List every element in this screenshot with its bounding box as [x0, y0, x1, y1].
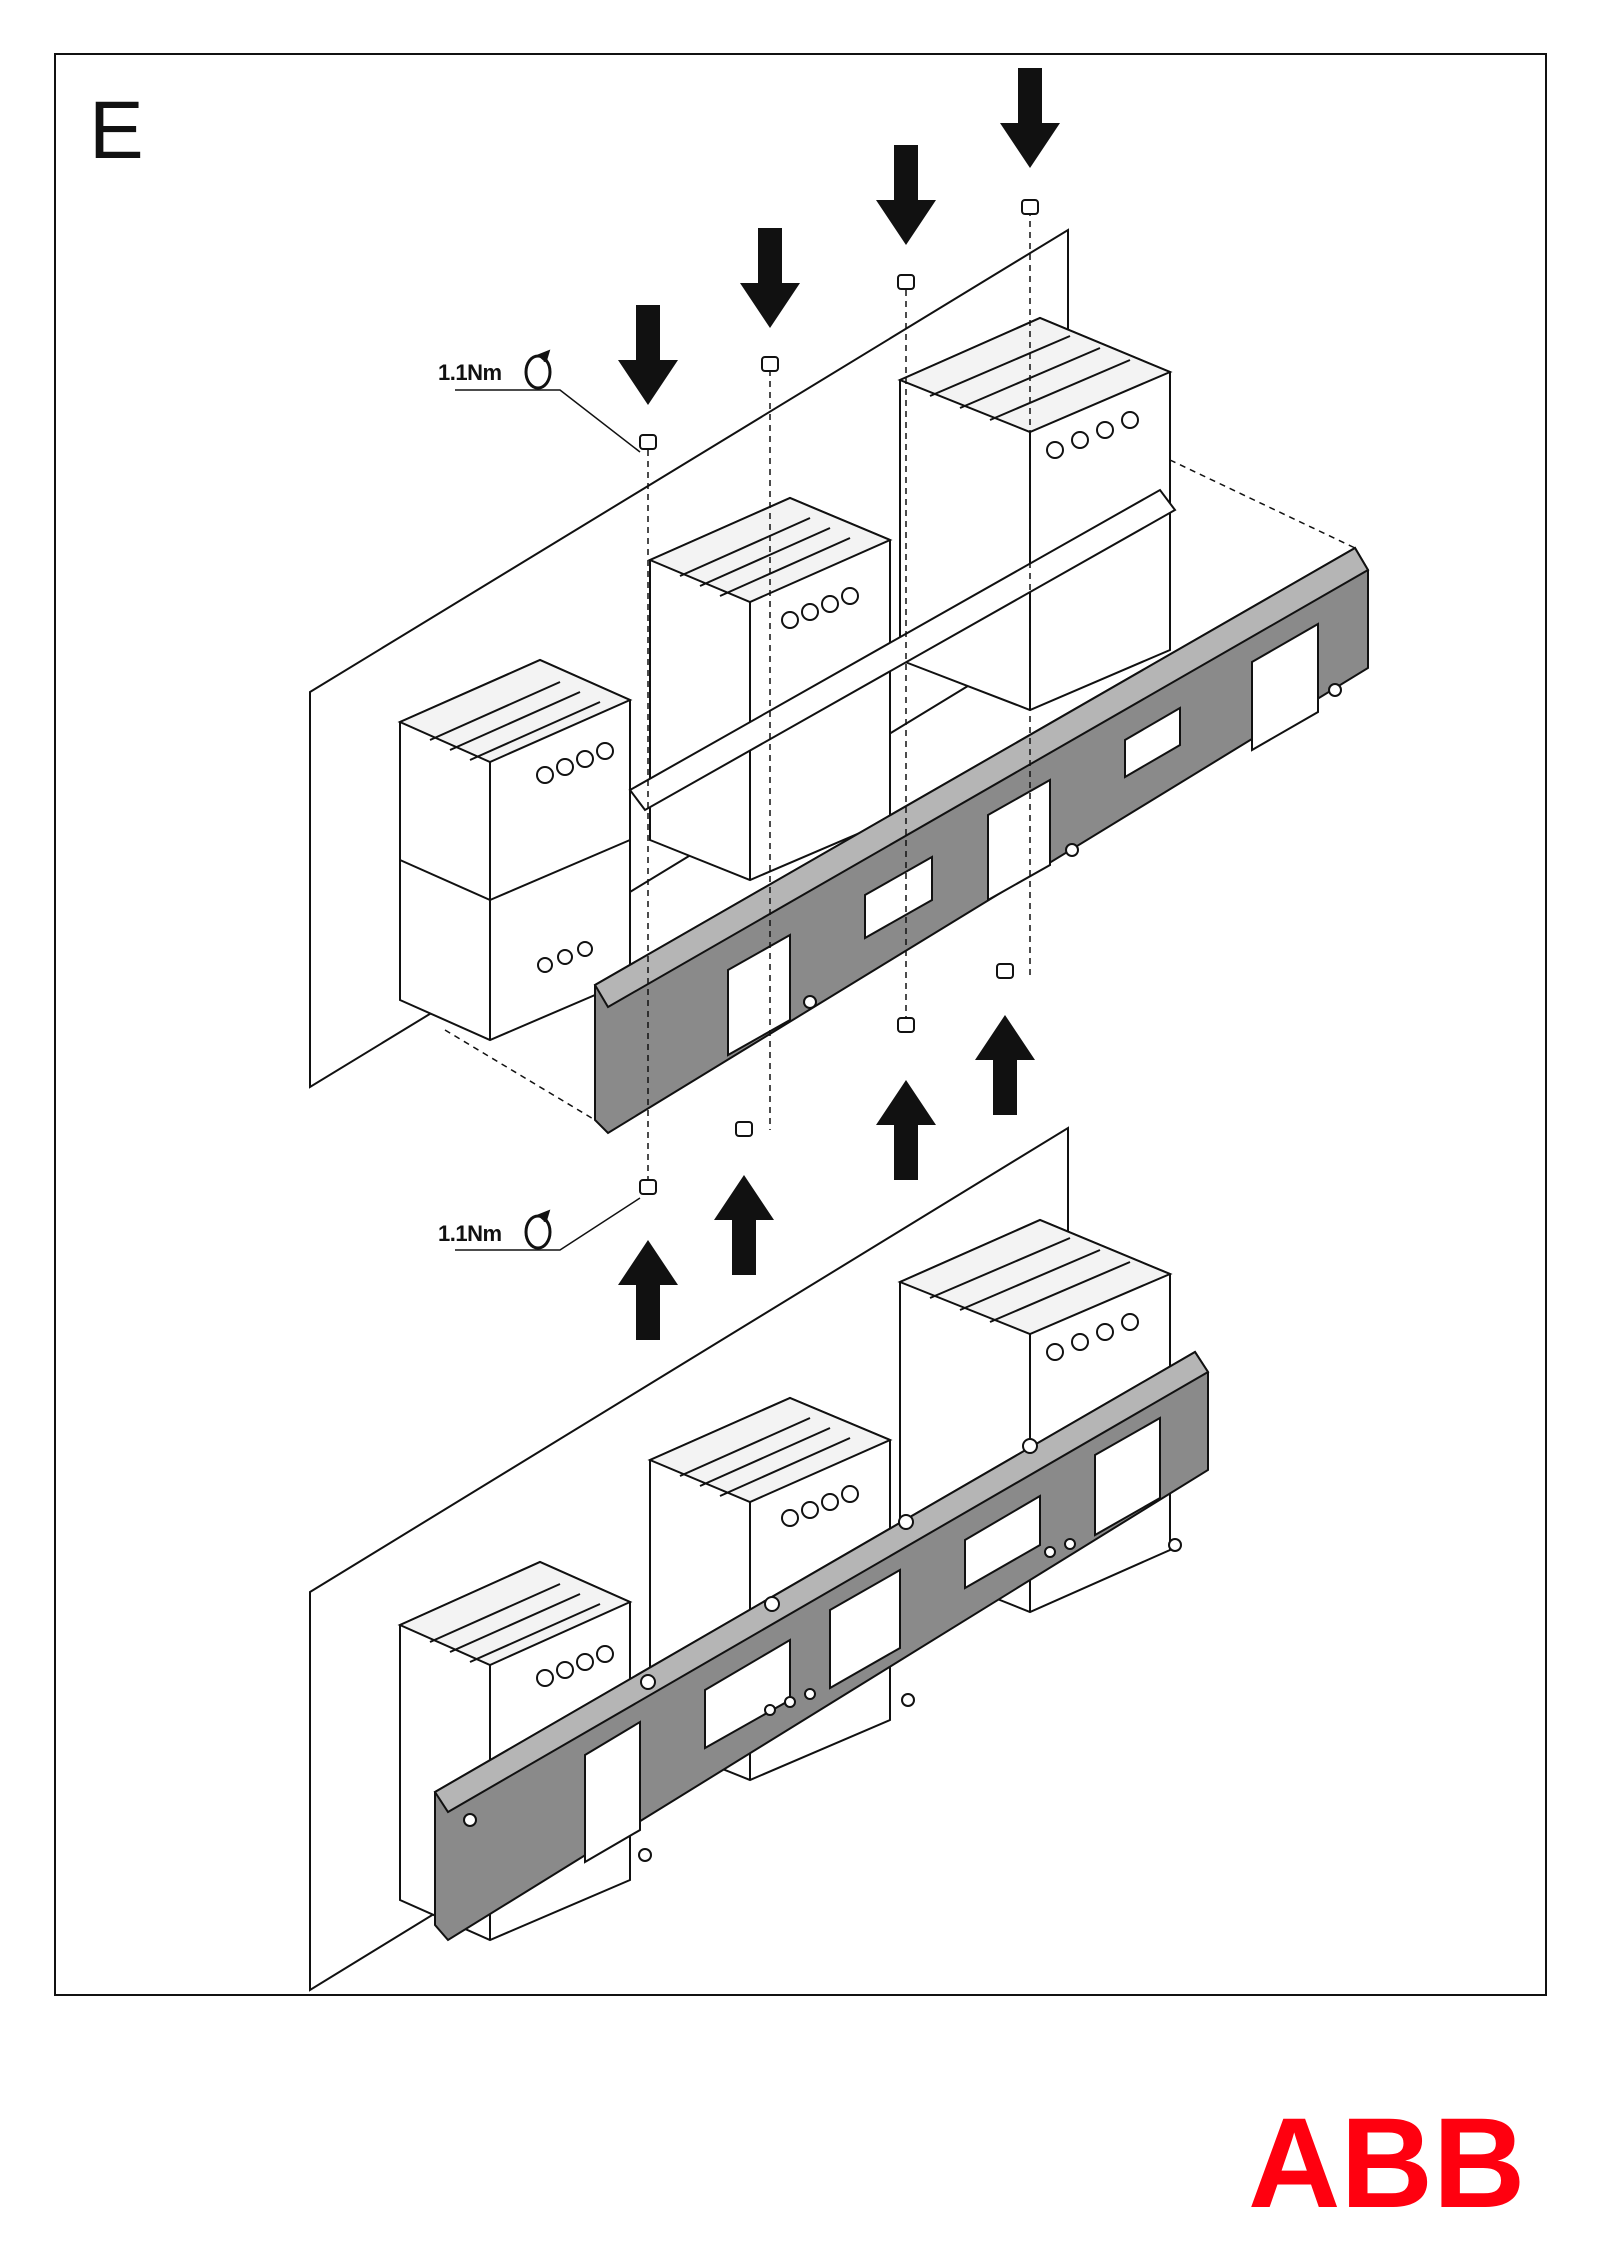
screw-icon [639, 963, 1014, 1195]
front-plate-top [593, 546, 1370, 1135]
screw-icon [640, 1438, 1038, 1690]
abb-logo-text: ABB [1248, 2092, 1526, 2235]
top-assembly [309, 210, 1370, 1180]
bottom-assembly [309, 1126, 1210, 1992]
arrow-down-icon [618, 68, 1060, 405]
arrow-up-icon [618, 1015, 1035, 1340]
drawing-frame [54, 53, 1547, 1996]
guide-lines-top [444, 210, 1356, 1180]
front-plate-bottom [433, 1350, 1210, 1942]
torque-label-bottom: 1.1Nm [438, 1221, 502, 1246]
torque-label-top: 1.1Nm [438, 360, 502, 385]
screw-icon [639, 199, 1039, 450]
breaker-left-top [397, 658, 633, 1042]
step-letter: E [89, 85, 144, 176]
interlock-rail-top [628, 488, 1177, 812]
rotation-arrow-icon [524, 1209, 552, 1250]
rotation-arrow-icon [524, 349, 552, 390]
torque-leader-bottom [455, 1197, 641, 1251]
torque-leader-top [455, 389, 641, 453]
